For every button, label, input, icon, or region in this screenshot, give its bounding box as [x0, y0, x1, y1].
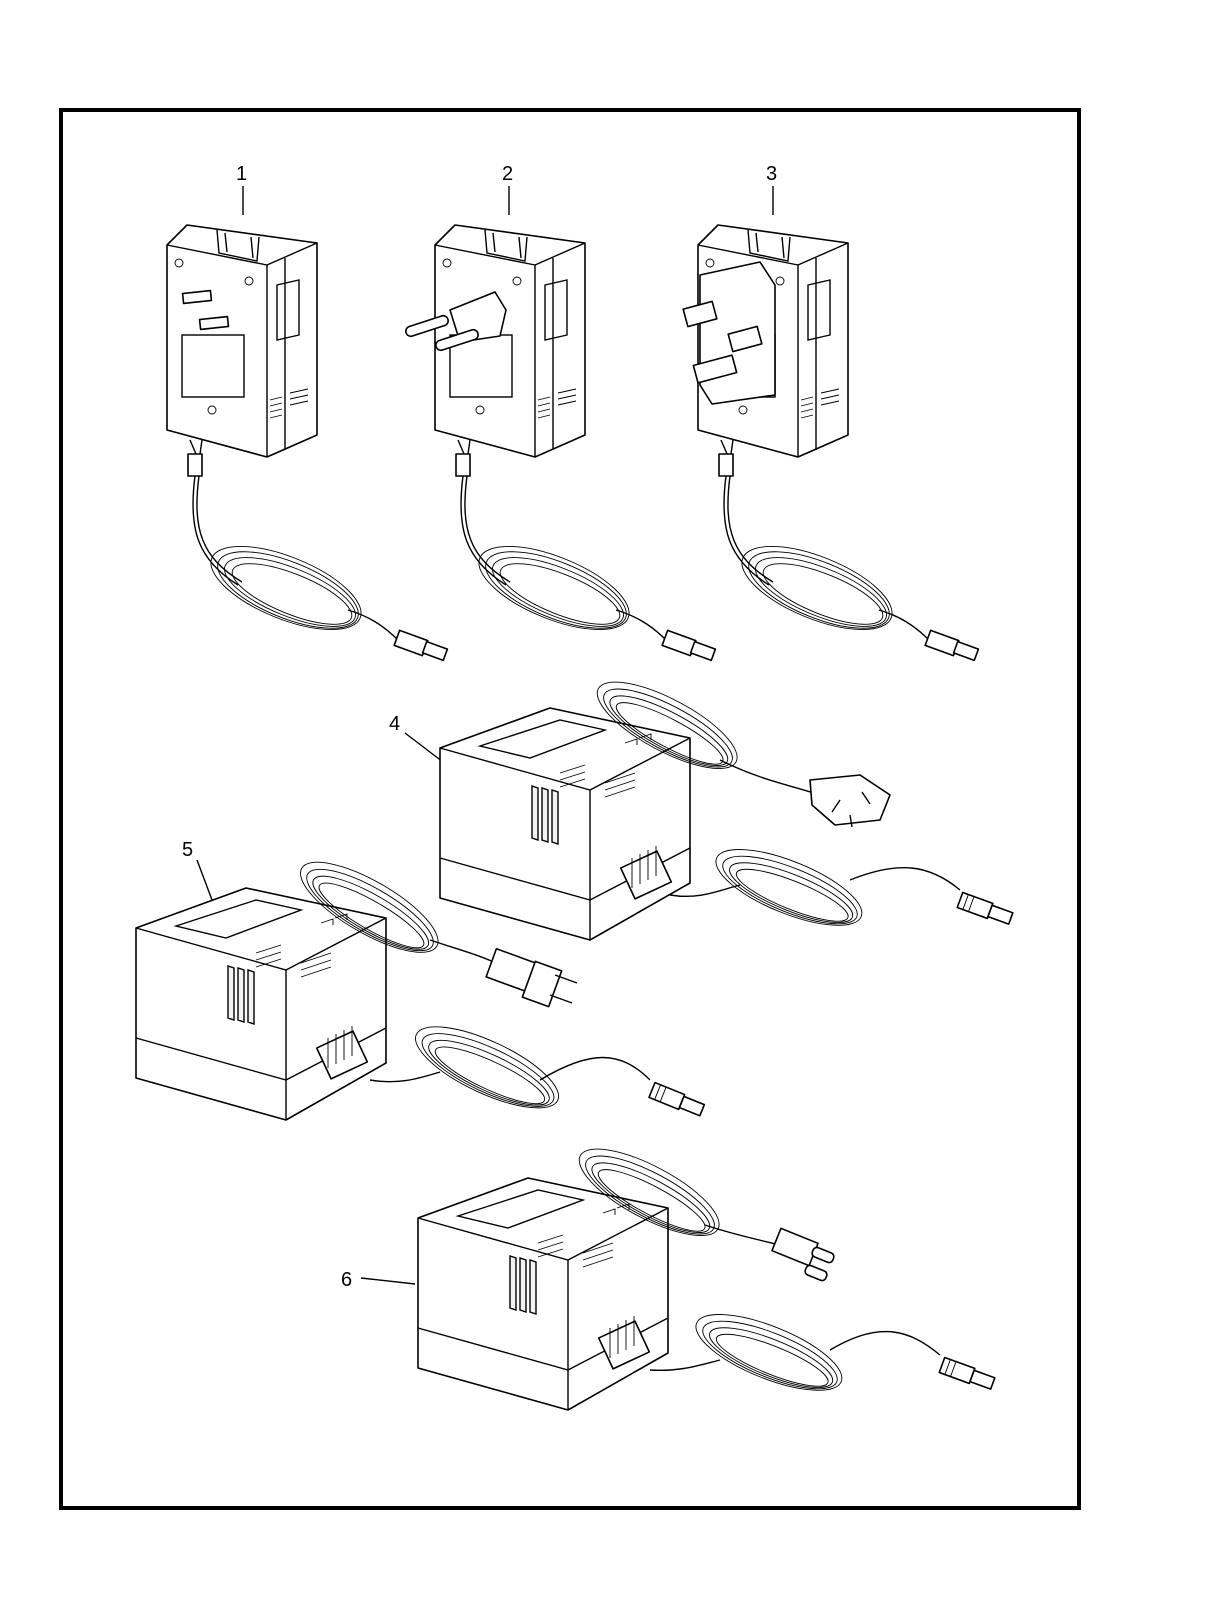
- callout-number-4: 4: [389, 714, 400, 734]
- callout-number-5: 5: [182, 840, 193, 860]
- desktop-adapter-au-plug-icon: [440, 666, 1013, 941]
- callout-number-3: 3: [766, 164, 777, 184]
- wall-adapter-us-plug-icon: [167, 225, 447, 660]
- wall-adapter-eu-plug-icon: [405, 225, 716, 660]
- wall-adapter-uk-plug-icon: [683, 225, 978, 660]
- callout-number-6: 6: [341, 1270, 352, 1290]
- callout-number-1: 1: [236, 164, 247, 184]
- callout-number-2: 2: [502, 164, 513, 184]
- desktop-adapter-eu-plug-icon: [418, 1133, 995, 1410]
